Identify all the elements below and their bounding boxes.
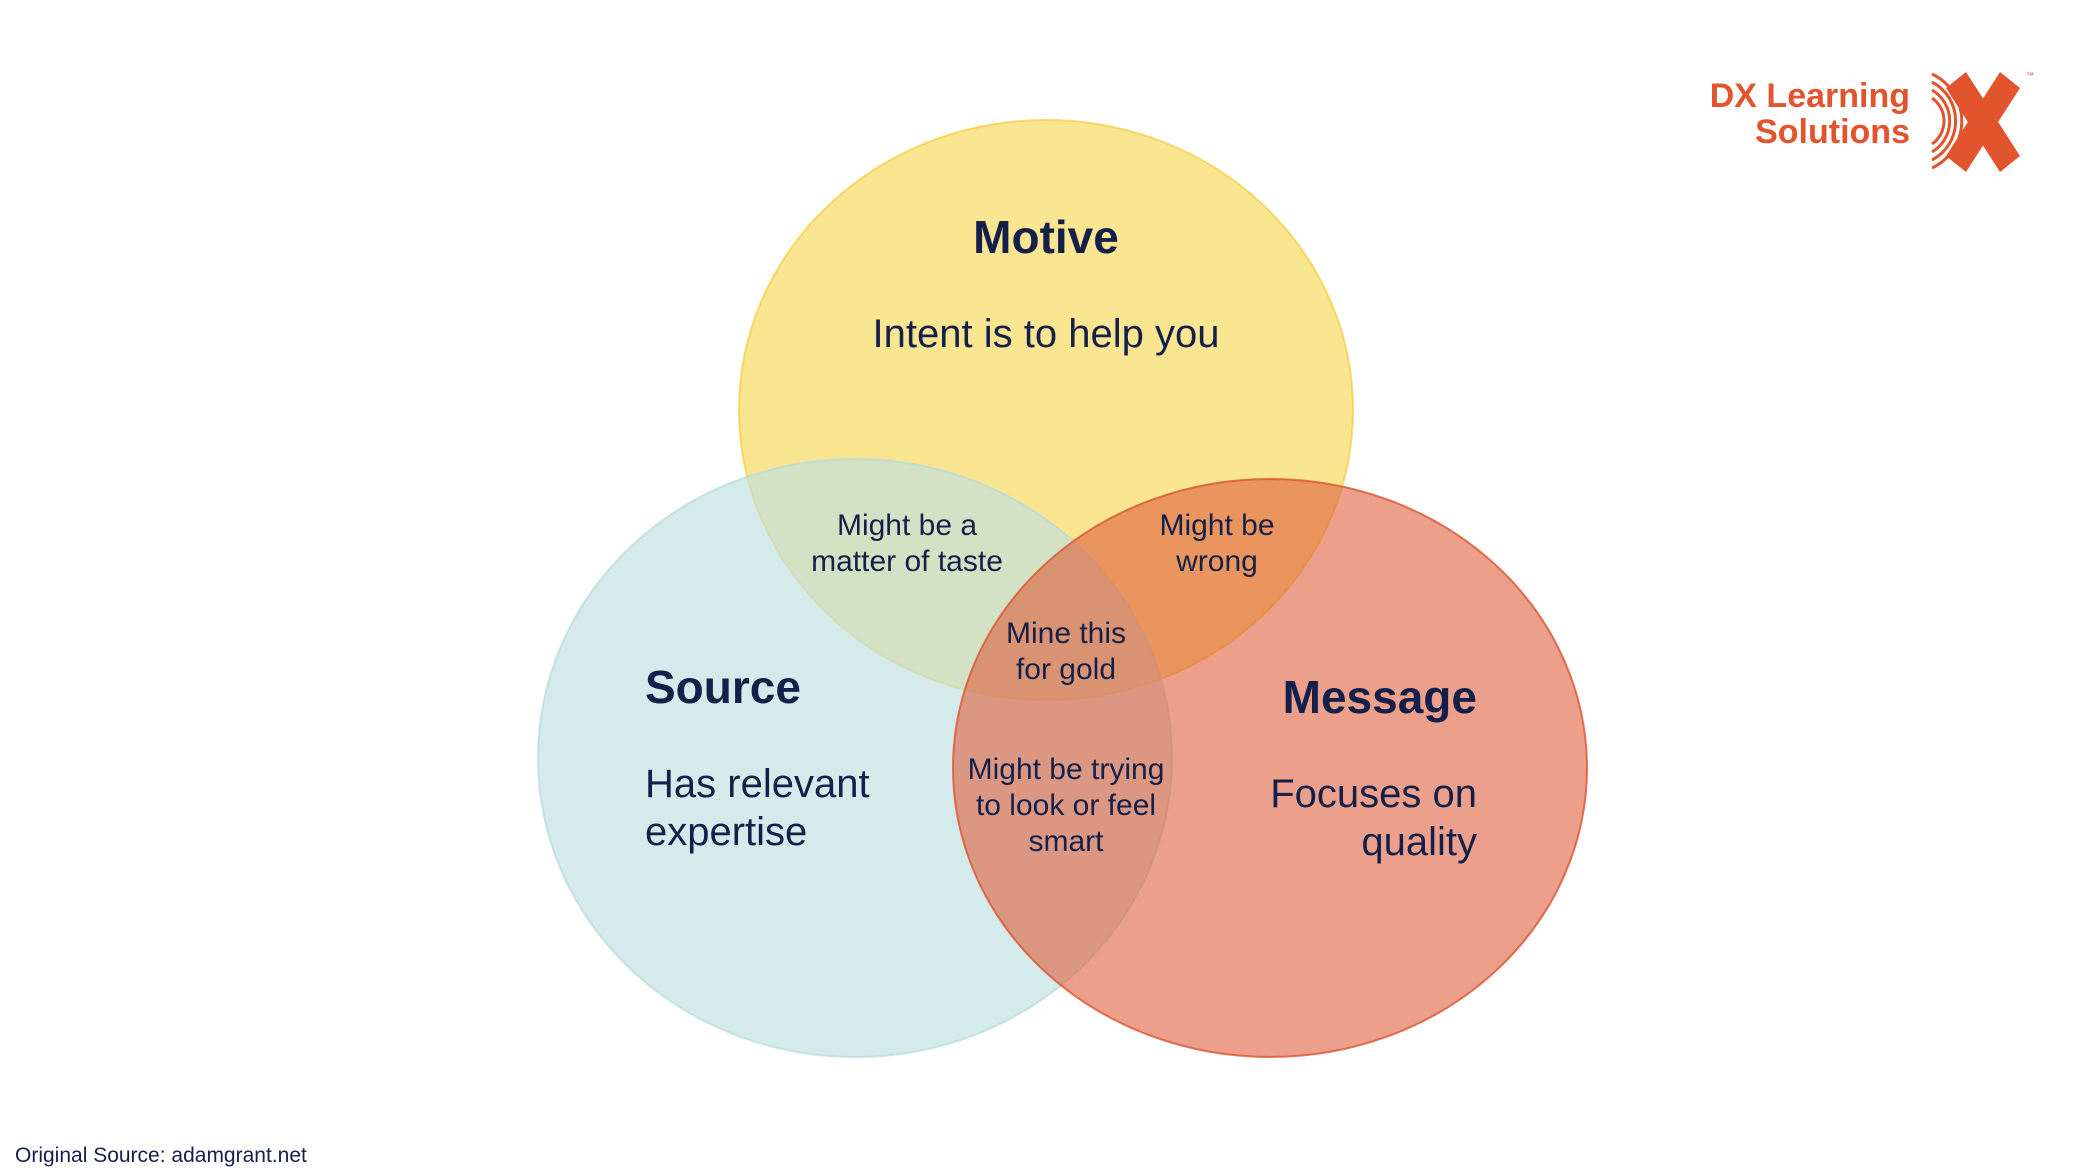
source-description-line1: Has relevant (645, 762, 870, 806)
overlap-motive-message: Might be wrong (1159, 508, 1274, 580)
message-description-line2: quality (1361, 820, 1477, 864)
message-description-line1: Focuses on (1270, 772, 1477, 816)
brand-name-line2: Solutions (1755, 112, 1910, 151)
message-title: Message (1282, 671, 1477, 723)
motive-title: Motive (973, 211, 1119, 263)
message-description: Focuses on quality (1270, 770, 1477, 866)
brand-name-line1: DX Learning (1709, 77, 1910, 115)
brand-name: DX Learning Solutions (1709, 77, 1910, 151)
source-title: Source (645, 661, 801, 713)
overlap-motive-message-line1: Might be (1159, 509, 1275, 542)
overlap-motive-message-line2: wrong (1176, 545, 1258, 578)
overlap-motive-source-line2: matter of taste (811, 545, 1003, 578)
overlap-all-three-line2: for gold (1015, 653, 1117, 686)
overlap-all-three: Mine this for gold (1006, 616, 1126, 688)
overlap-all-three-line1: Mine this (1005, 617, 1127, 650)
overlap-motive-source: Might be a matter of taste (811, 508, 1003, 580)
svg-text:™: ™ (2026, 71, 2034, 80)
overlap-source-message: Might be trying to look or feel smart (968, 752, 1165, 860)
motive-description: Intent is to help you (872, 312, 1220, 356)
source-attribution: Original Source: adamgrant.net (15, 1144, 307, 1167)
source-description-line2: expertise (645, 810, 808, 854)
dx-x-logo-icon: ™ (1931, 71, 2034, 172)
source-description: Has relevant expertise (645, 760, 870, 856)
overlap-source-message-line1: Might be trying (967, 753, 1165, 786)
overlap-motive-source-line1: Might be a (836, 509, 978, 542)
message-circle (952, 478, 1588, 1058)
brand-logo: DX Learning Solutions ™ (1700, 64, 2040, 184)
overlap-source-message-line3: smart (1028, 825, 1104, 858)
overlap-source-message-line2: to look or feel (975, 789, 1157, 822)
